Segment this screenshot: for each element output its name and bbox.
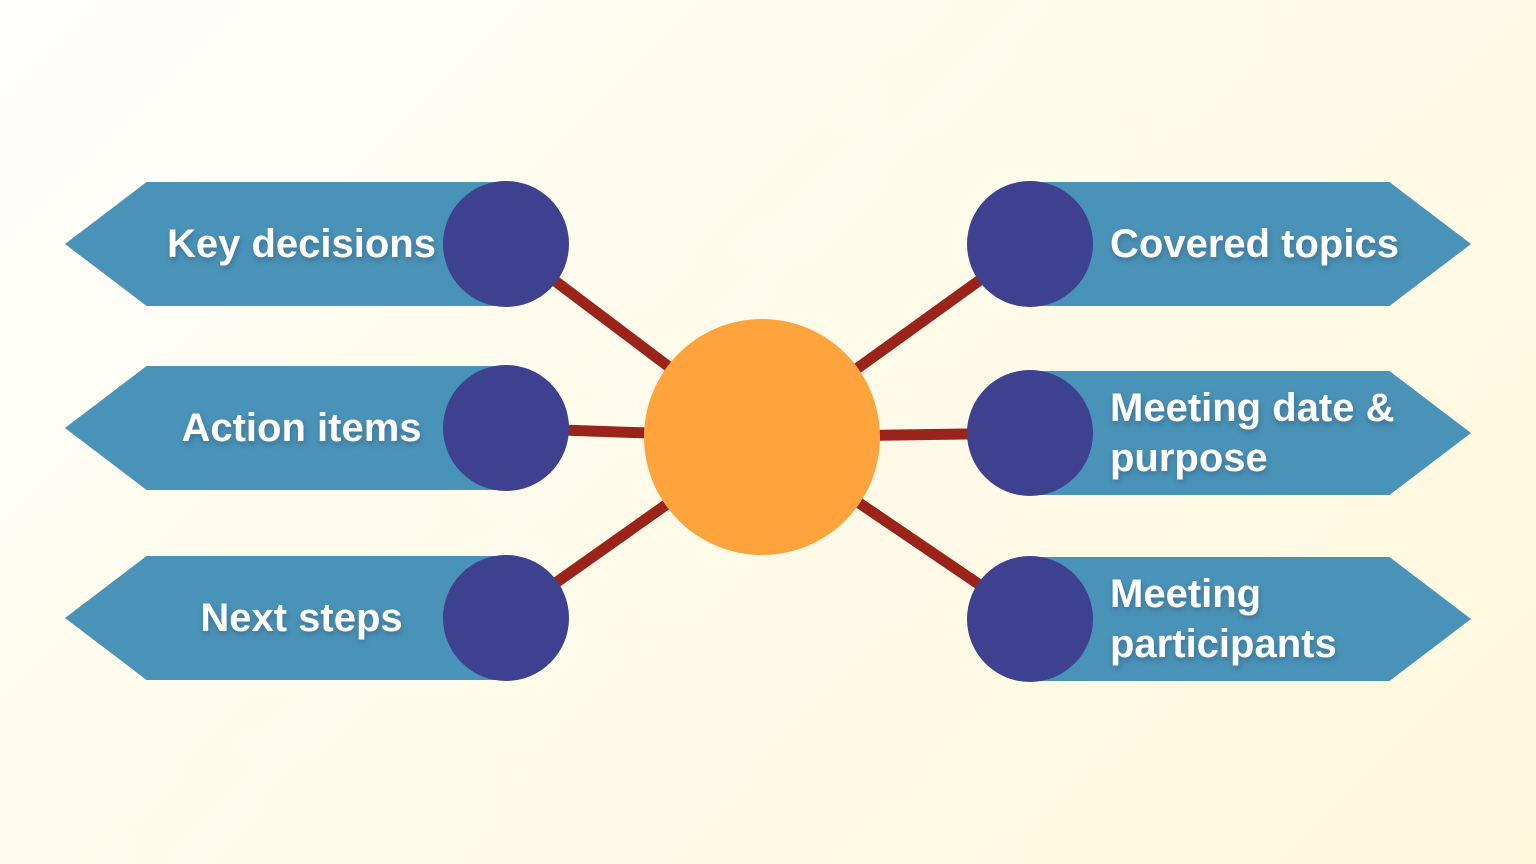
node-label: Action items (181, 406, 422, 450)
banner-shape: Action items (65, 366, 518, 490)
banner-shape: Meeting participants (1018, 557, 1471, 681)
node-circle (967, 181, 1093, 307)
node-circle (443, 555, 569, 681)
node-label: Key decisions (166, 222, 436, 266)
node-circle (967, 370, 1093, 496)
banner-shape: Key decisions (65, 182, 518, 306)
banner-shape: Meeting date & purpose (1018, 371, 1471, 495)
center-circle (644, 319, 880, 555)
node-label: Covered topics (1110, 222, 1399, 266)
node-circle (443, 181, 569, 307)
node-circle (967, 556, 1093, 682)
node-label: Meeting date & purpose (1110, 386, 1395, 480)
node-label: Next steps (200, 596, 403, 640)
node-label: Meeting participants (1110, 572, 1337, 666)
banner-shape: Next steps (65, 556, 518, 680)
node-circle (443, 365, 569, 491)
banner-shape: Covered topics (1018, 182, 1471, 306)
